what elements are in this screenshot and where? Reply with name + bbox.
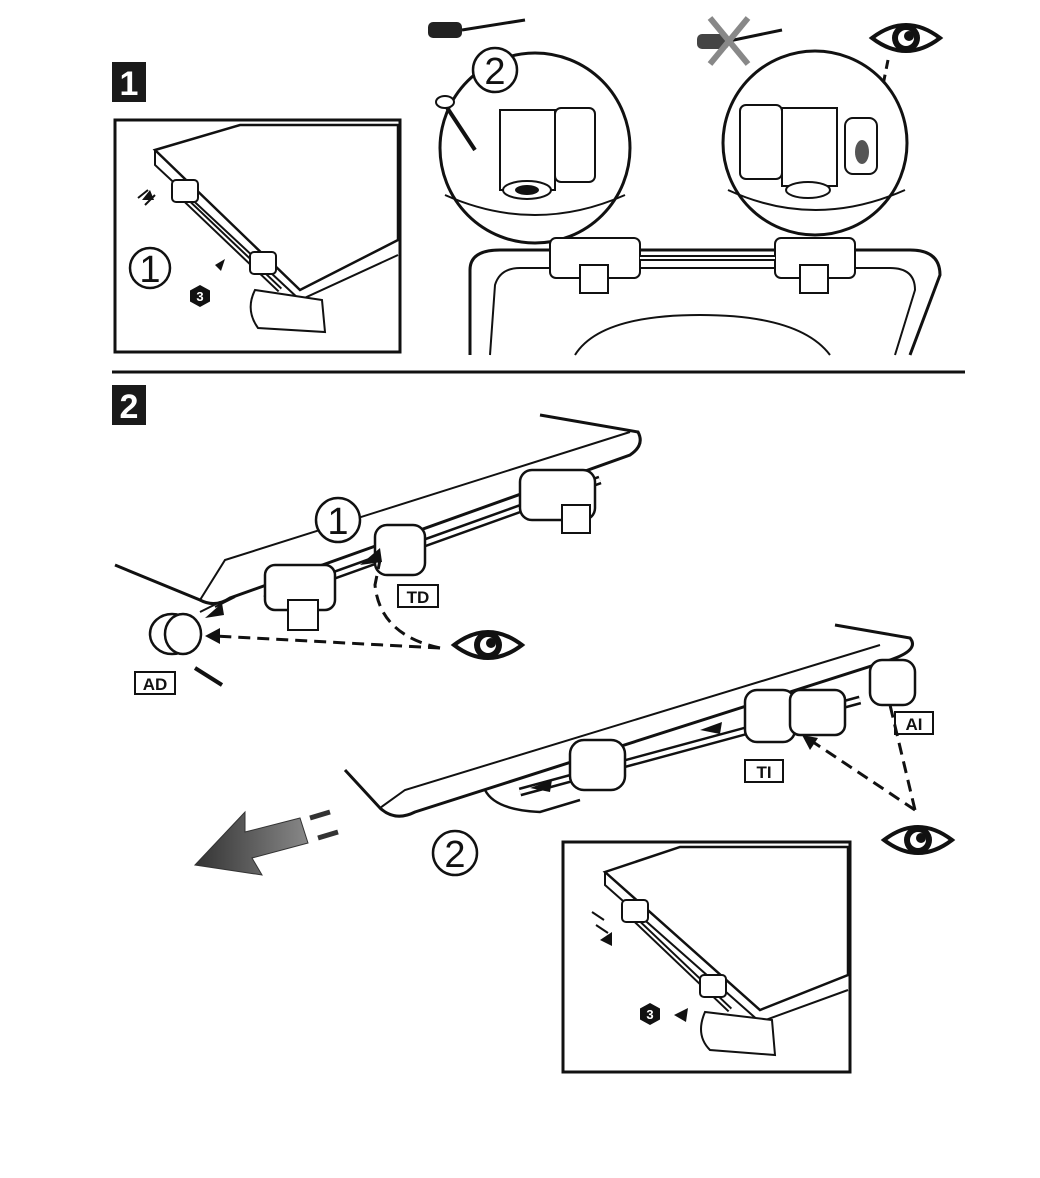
upper-seat-lid: 1 — [114, 413, 642, 631]
callout-1: 1 — [139, 249, 160, 291]
step-2-inset: 3 — [561, 840, 852, 1074]
screw-icon — [435, 95, 477, 152]
step-1-number: 1 — [120, 65, 139, 103]
detail-circle-left: 2 — [435, 46, 632, 245]
tag-ai-label: AI — [906, 715, 923, 734]
hex-number-3: 3 — [196, 289, 203, 304]
step-2-label: 2 — [112, 385, 146, 426]
dashed-pointer — [876, 59, 890, 111]
eye-icon — [882, 824, 954, 856]
crossed-screwdriver-icon — [697, 16, 783, 66]
lower-seat-lid: 2 — [343, 623, 917, 877]
seat-top-view — [468, 237, 942, 356]
step-1-label: 1 — [112, 62, 146, 103]
eye-icon — [452, 629, 524, 661]
tag-ai: AI — [894, 711, 934, 735]
tag-ti-label: TI — [756, 763, 771, 782]
arrow-icon — [193, 809, 339, 876]
step-2-number: 2 — [120, 388, 139, 426]
end-cap — [148, 612, 224, 687]
detail-circle-right — [721, 49, 909, 237]
hex-number-3: 3 — [646, 1007, 653, 1022]
eye-icon — [870, 22, 942, 54]
tag-ti: TI — [744, 759, 784, 783]
tag-td-label: TD — [407, 588, 430, 607]
callout-2: 2 — [444, 834, 465, 876]
tag-td: TD — [397, 584, 439, 608]
callout-1: 1 — [327, 501, 348, 543]
step-1-inset: 1 3 — [113, 118, 402, 354]
callout-2: 2 — [484, 51, 505, 93]
screwdriver-icon — [428, 18, 526, 38]
tag-ad: AD — [134, 671, 176, 695]
tag-ad-label: AD — [143, 675, 168, 694]
